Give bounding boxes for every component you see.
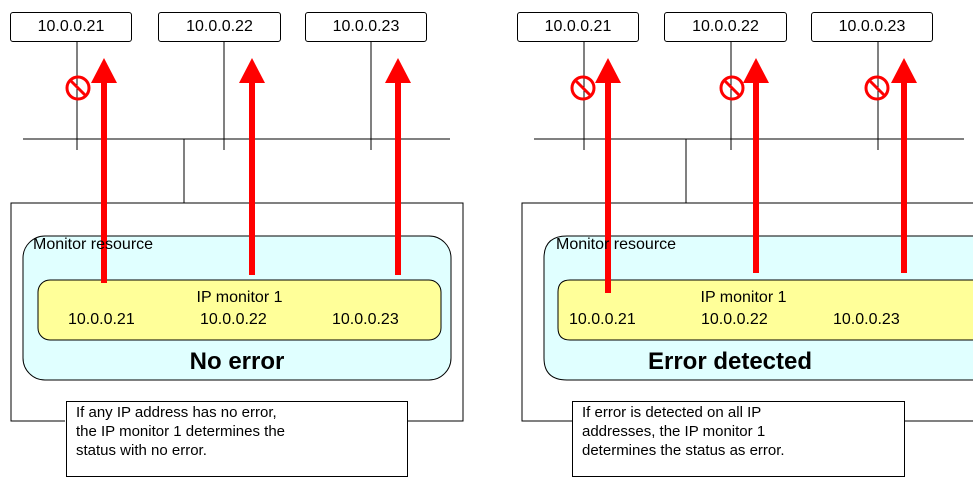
note-line: status with no error. xyxy=(76,442,207,459)
ip-monitor-box xyxy=(557,279,973,341)
ip-monitor-box xyxy=(37,279,442,341)
arrow-head xyxy=(743,58,769,83)
host-box: 10.0.0.23 xyxy=(811,12,933,42)
host-box: 10.0.0.23 xyxy=(305,12,427,42)
note-line: If error is detected on all IP xyxy=(582,404,762,421)
monitor-resource-label: Monitor resource xyxy=(33,236,154,253)
ip-address-label: 10.0.0.22 xyxy=(200,311,267,328)
arrow-head xyxy=(595,58,621,83)
status-label: Error detected xyxy=(647,348,813,375)
arrow-shaft xyxy=(605,83,611,293)
arrow-head xyxy=(385,58,411,83)
prohibited-sign-icon xyxy=(864,75,890,101)
host-box: 10.0.0.22 xyxy=(158,12,281,42)
ip-address-label: 10.0.0.22 xyxy=(701,311,768,328)
ip-address-label: 10.0.0.23 xyxy=(332,311,399,328)
left-panel xyxy=(10,42,464,422)
explanation-note: If any IP address has no error, the IP m… xyxy=(66,401,408,477)
ip-address-label: 10.0.0.21 xyxy=(68,311,135,328)
ip-monitor-name: IP monitor 1 xyxy=(196,289,283,306)
server-box xyxy=(521,202,973,422)
explanation-note: If error is detected on all IP addresses… xyxy=(572,401,905,477)
note-line: addresses, the IP monitor 1 xyxy=(582,423,766,440)
host-box: 10.0.0.21 xyxy=(517,12,639,42)
note-line: the IP monitor 1 determines the xyxy=(76,423,286,440)
arrow-shaft xyxy=(101,83,107,283)
arrow-shaft xyxy=(901,83,907,273)
arrow-shaft xyxy=(249,83,255,275)
prohibited-sign-icon xyxy=(65,75,91,101)
host-box: 10.0.0.21 xyxy=(10,12,132,42)
arrow-shaft xyxy=(395,83,401,275)
ip-address-label: 10.0.0.23 xyxy=(833,311,900,328)
status-label: No error xyxy=(189,348,285,375)
arrow-head xyxy=(91,58,117,83)
prohibited-sign-icon xyxy=(719,75,745,101)
note-line: determines the status as error. xyxy=(582,442,785,459)
arrow-head xyxy=(891,58,917,83)
monitor-resource-label: Monitor resource xyxy=(556,236,677,253)
note-line: If any IP address has no error, xyxy=(76,404,277,421)
right-panel xyxy=(521,42,973,422)
host-box: 10.0.0.22 xyxy=(664,12,787,42)
server-box xyxy=(10,202,464,422)
ip-address-label: 10.0.0.21 xyxy=(569,311,636,328)
ip-monitor-name: IP monitor 1 xyxy=(700,289,787,306)
arrow-shaft xyxy=(753,83,759,273)
prohibited-sign-icon xyxy=(570,75,596,101)
arrow-head xyxy=(239,58,265,83)
